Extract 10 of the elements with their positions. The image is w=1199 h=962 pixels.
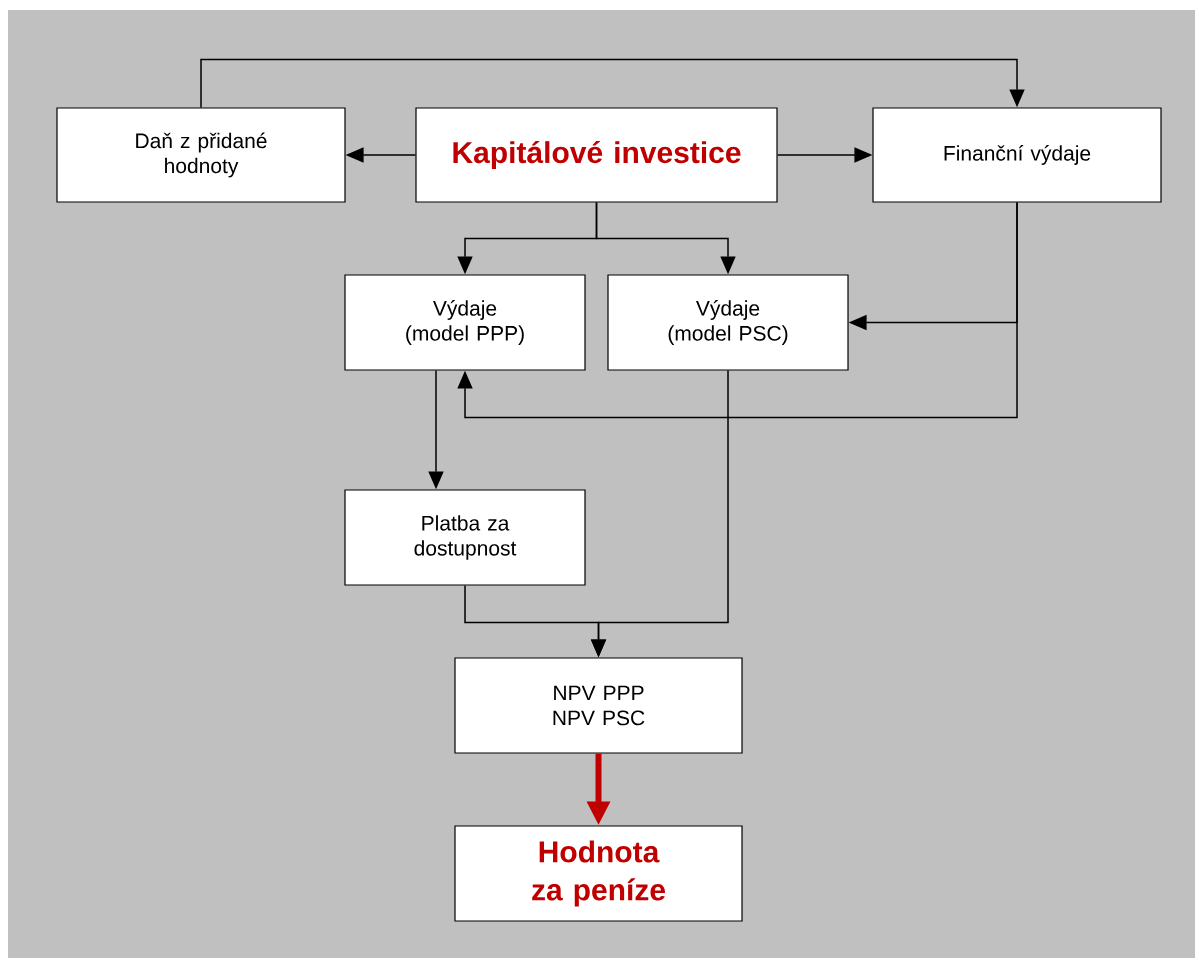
process-box: Výdaje (model PPP) — [344, 274, 586, 371]
arrow — [457, 201, 1018, 419]
arrow — [200, 58, 1025, 109]
process-box: Výdaje (model PSC) — [607, 274, 849, 371]
emphasis-box: Hodnota za peníze — [454, 825, 743, 922]
emphasis-box: Kapitálové investice — [415, 107, 778, 203]
process-box: Daň z přidané hodnoty — [56, 107, 346, 203]
process-box: NPV PPP NPV PSC — [454, 657, 743, 754]
process-box: Finanční výdaje — [872, 107, 1162, 203]
process-box: Platba za dostupnost — [344, 489, 586, 586]
